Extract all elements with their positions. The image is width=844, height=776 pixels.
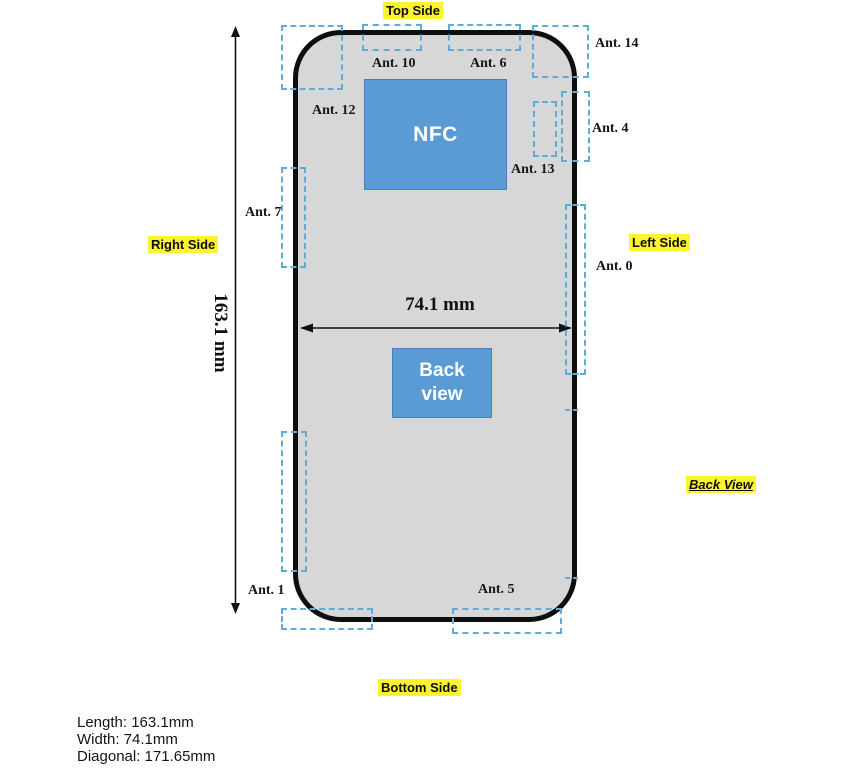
ant-13-region	[533, 101, 557, 157]
ant-0-label: Ant. 0	[596, 259, 633, 274]
ant-10-label: Ant. 10	[372, 56, 416, 71]
length-dimension-label: 163.1 mm	[210, 293, 231, 373]
spec-width: Width: 74.1mm	[77, 731, 178, 748]
ant-1-region	[281, 431, 307, 572]
width-dimension-label: 74.1 mm	[405, 294, 475, 315]
ant-5-label: Ant. 5	[478, 582, 515, 597]
ant-0-region	[565, 204, 586, 375]
ant-5-region	[452, 608, 562, 634]
top-side-label: Top Side	[383, 2, 443, 19]
ant-12-label: Ant. 12	[312, 103, 356, 118]
back-view-line2: view	[421, 384, 463, 405]
edge-tick	[565, 409, 578, 411]
nfc-box: NFC	[364, 79, 507, 190]
ant-14-region	[532, 25, 589, 78]
bottom-side-label: Bottom Side	[378, 679, 461, 696]
ant-14-label: Ant. 14	[595, 36, 639, 51]
ant-4-label: Ant. 4	[592, 121, 629, 136]
nfc-label: NFC	[413, 122, 458, 146]
bottom-left-region	[281, 608, 373, 630]
ant-1-label: Ant. 1	[248, 583, 285, 598]
ant-4-region	[561, 91, 590, 162]
right-side-label: Right Side	[148, 236, 219, 253]
spec-diagonal: Diagonal: 171.65mm	[77, 748, 216, 765]
back-view-label: Back View	[686, 476, 756, 493]
edge-tick	[565, 577, 578, 579]
ant-6-region	[448, 24, 521, 51]
left-side-label: Left Side	[629, 234, 690, 251]
ant-7-label: Ant. 7	[245, 205, 282, 220]
back-view-box: Back view	[392, 348, 492, 418]
back-view-line1: Back	[419, 360, 465, 382]
spec-length: Length: 163.1mm	[77, 714, 194, 731]
ant-12-region	[281, 25, 343, 90]
ant-10-region	[362, 24, 422, 51]
spec-summary: Length: 163.1mm Width: 74.1mm Diagonal: …	[77, 714, 215, 765]
ant-6-label: Ant. 6	[470, 56, 507, 71]
ant-13-label: Ant. 13	[511, 162, 555, 177]
ant-7-region	[281, 167, 306, 268]
